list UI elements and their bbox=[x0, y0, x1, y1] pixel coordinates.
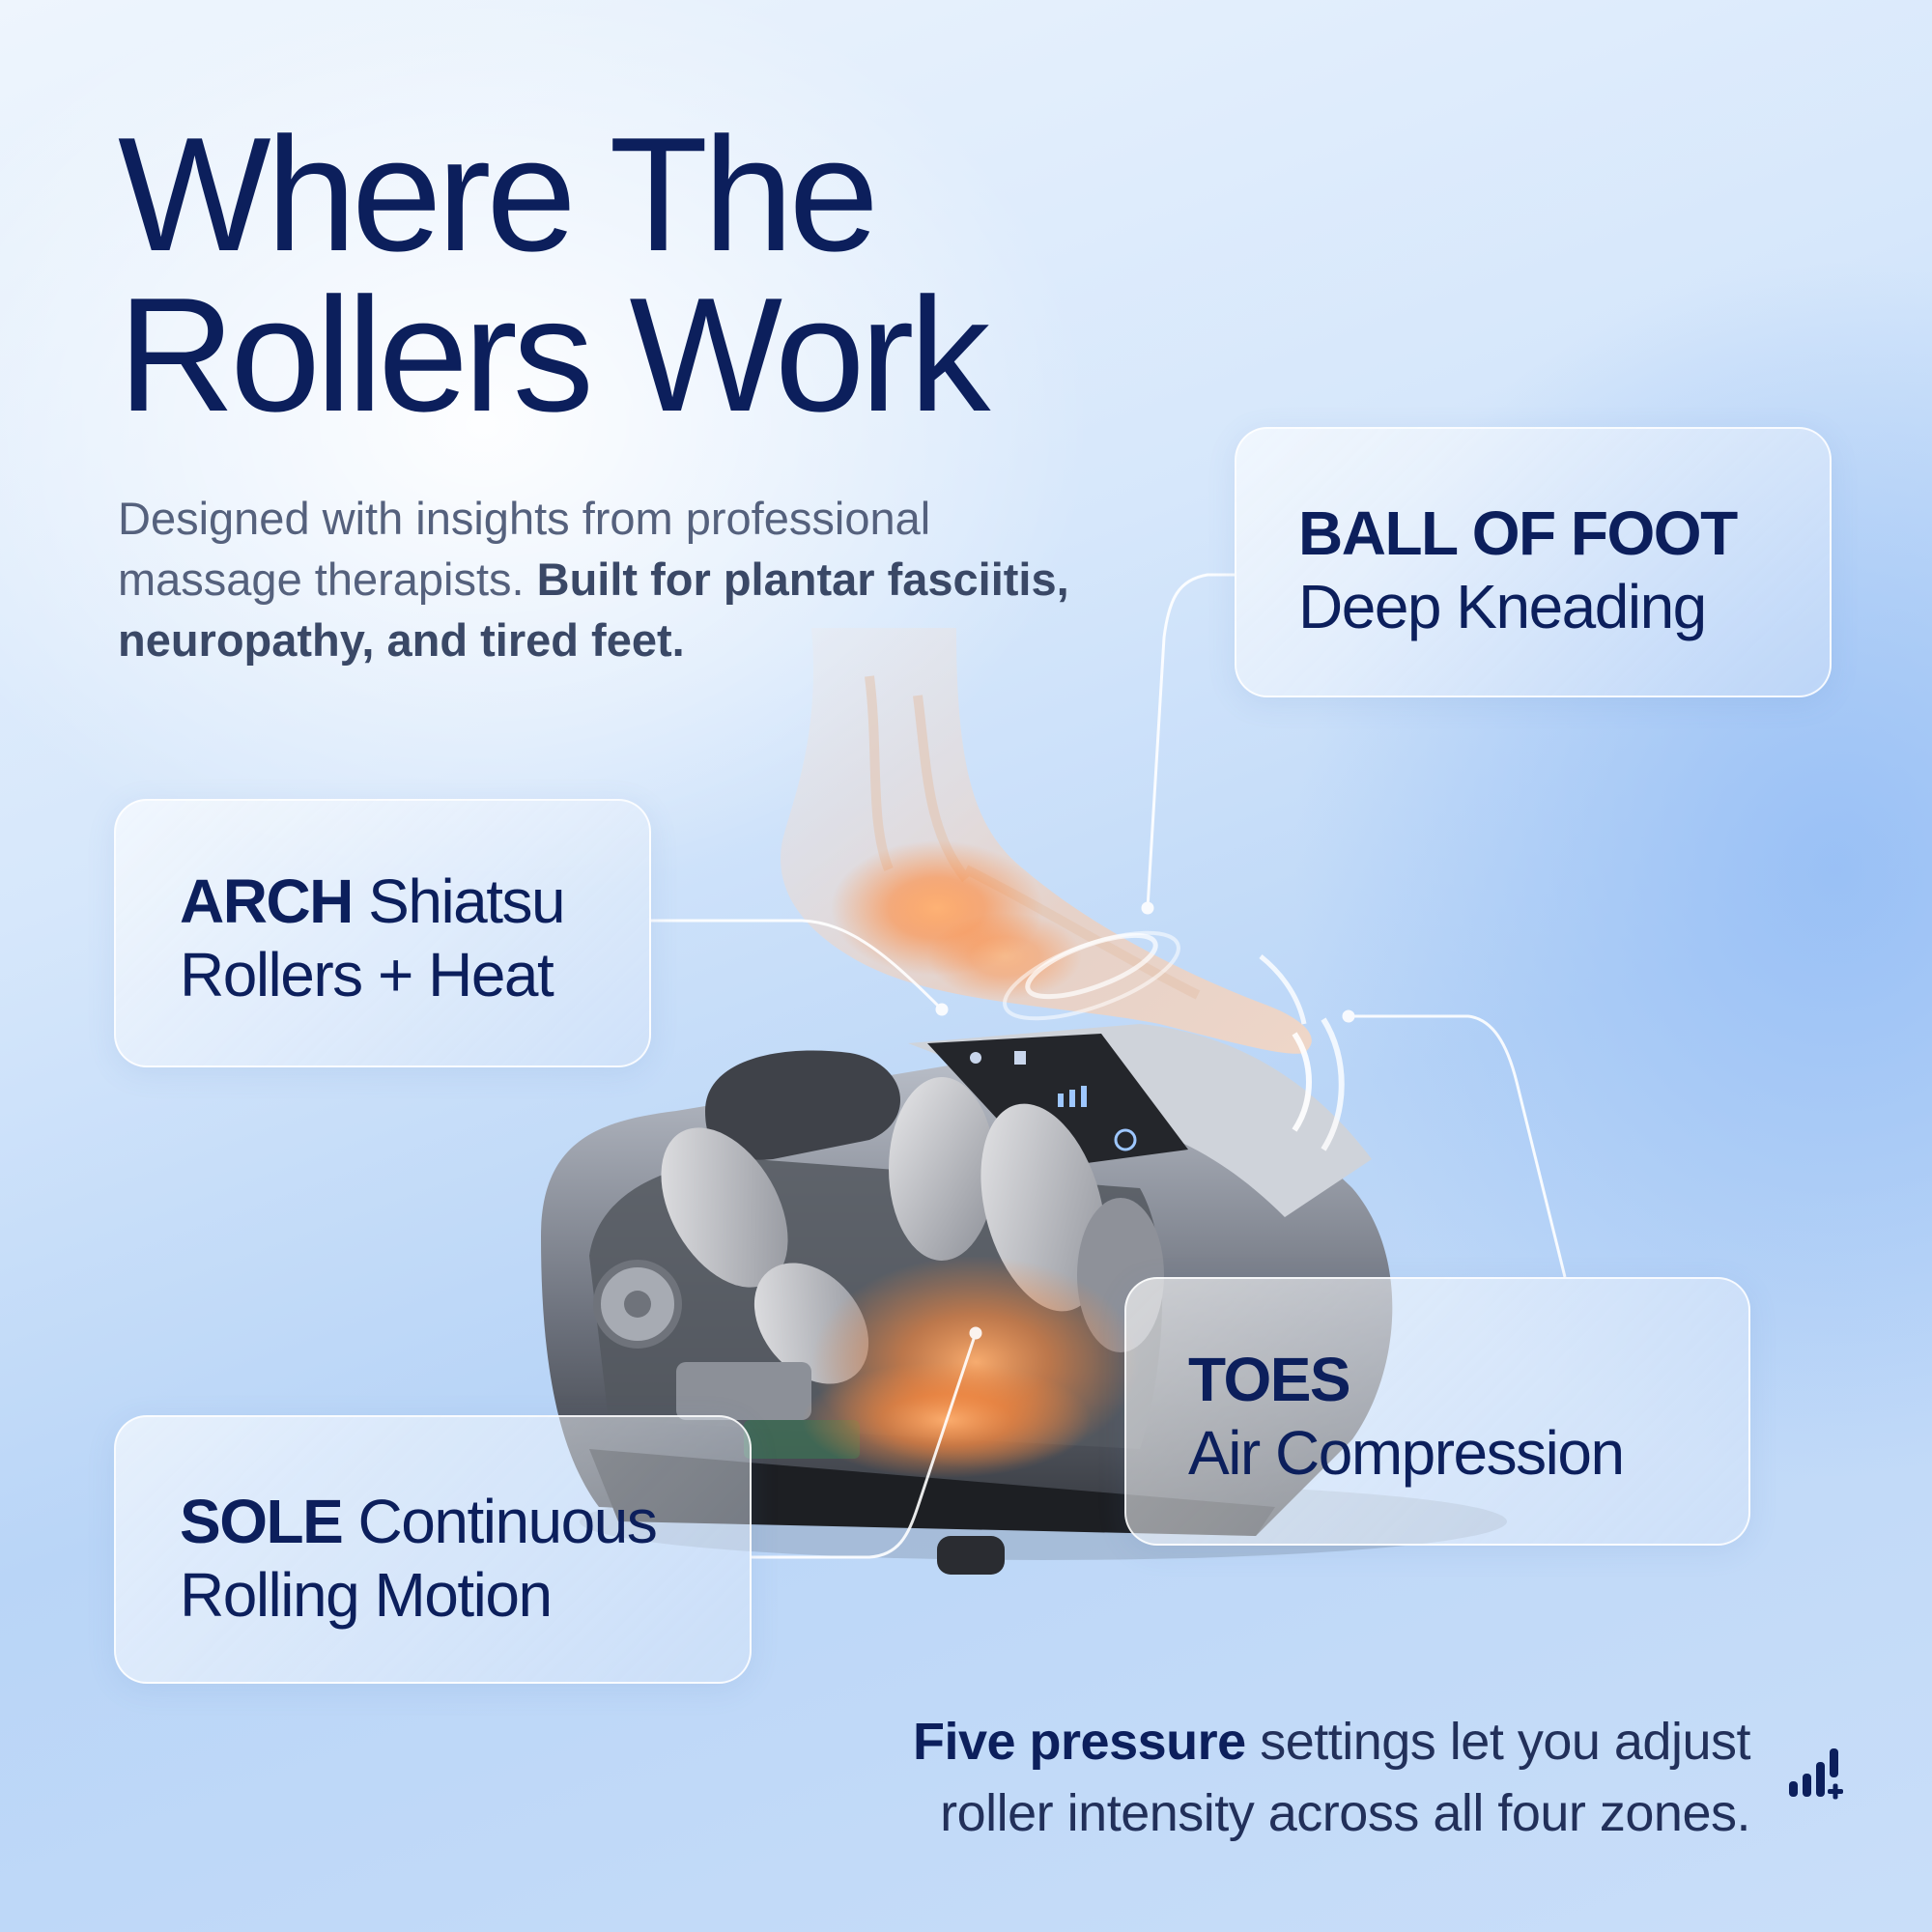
zone-name-ball-of-foot: BALL OF FOOT bbox=[1298, 498, 1738, 568]
zone-feature-toes: Air Compression bbox=[1188, 1418, 1625, 1488]
zone-name-toes: TOES bbox=[1188, 1345, 1351, 1414]
zone-card-arch: ARCH Shiatsu Rollers + Heat bbox=[114, 799, 651, 1067]
zone-feature-sole-1: Continuous bbox=[357, 1487, 658, 1556]
intro-bold: Built for plantar fasciitis, neuropathy,… bbox=[118, 554, 1069, 666]
headline: Where The Rollers Work bbox=[118, 103, 990, 445]
zone-name-sole: SOLE bbox=[180, 1487, 344, 1556]
headline-line-2: Rollers Work bbox=[118, 264, 990, 445]
footer-line-2: roller intensity across all four zones. bbox=[940, 1784, 1750, 1842]
zone-card-sole: SOLE Continuous Rolling Motion bbox=[114, 1415, 752, 1684]
zone-feature-arch-1: Shiatsu bbox=[368, 867, 565, 936]
zone-name-arch: ARCH bbox=[180, 867, 354, 936]
footer-line-1: settings let you adjust bbox=[1245, 1713, 1750, 1771]
intro-text: Designed with insights from professional… bbox=[118, 488, 1084, 670]
zone-feature-sole-2: Rolling Motion bbox=[180, 1560, 553, 1630]
callout-lines bbox=[651, 573, 1567, 1559]
zone-card-ball-of-foot: BALL OF FOOT Deep Kneading bbox=[1235, 427, 1832, 697]
signal-bars-plus-icon bbox=[1789, 1748, 1843, 1800]
zone-feature-ball-of-foot: Deep Kneading bbox=[1298, 572, 1707, 641]
headline-line-1: Where The bbox=[118, 103, 879, 285]
pressure-settings-note: Five pressure settings let you adjust rol… bbox=[913, 1706, 1751, 1849]
foot-illustration bbox=[781, 628, 1345, 1151]
zone-card-toes: TOES Air Compression bbox=[1124, 1277, 1750, 1546]
intro-regular: Designed with insights from professional… bbox=[118, 493, 931, 605]
zone-feature-arch-2: Rollers + Heat bbox=[180, 940, 554, 1009]
footer-bold: Five pressure bbox=[913, 1713, 1246, 1771]
